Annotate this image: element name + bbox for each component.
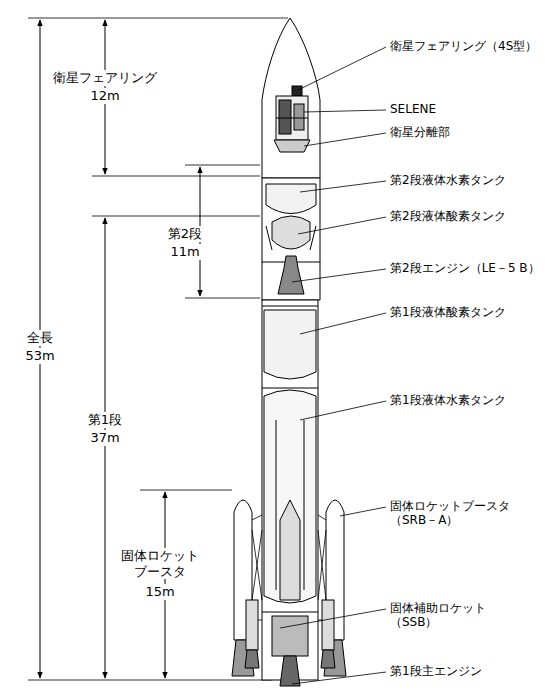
part-label: 衛星フェアリング（4S型） [388, 39, 539, 53]
dimension-label: 全長 [25, 330, 55, 346]
dimension-label: 15m [143, 584, 176, 600]
second-stage [262, 178, 320, 300]
extension-line [28, 18, 288, 680]
dimension-label: 第2段 [166, 226, 204, 242]
dimension-label: 衛星フェアリング [51, 70, 159, 86]
dimension-label: 37m [88, 430, 121, 446]
part-label: 衛星分離部 [388, 125, 452, 139]
leader-line [280, 47, 386, 684]
srb-a [232, 500, 346, 676]
main-engine [280, 656, 300, 686]
part-label: 第1段主エンジン [388, 664, 484, 678]
part-label: 第2段液体水素タンク [388, 173, 508, 187]
part-label: 固体ロケットブースタ （SRB－A） [388, 499, 532, 528]
dimension-label: 12m [88, 88, 121, 104]
part-label: 第2段液体酸素タンク [388, 209, 508, 223]
le5b-engine [278, 256, 304, 294]
dimension-label: 固体ロケット ブースタ [118, 548, 202, 579]
part-label: 固体補助ロケット （SSB） [388, 601, 502, 630]
part-label: SELENE [388, 102, 438, 116]
part-label: 第1段液体水素タンク [388, 393, 508, 407]
dimension-label: 53m [23, 348, 56, 364]
first-stage [262, 300, 318, 686]
ssb [245, 600, 335, 668]
part-label: 第2段エンジン（LE－5 B） [388, 261, 542, 275]
dimension-label: 11m [168, 244, 201, 260]
selene-satellite [274, 86, 310, 152]
part-label: 第1段液体酸素タンク [388, 305, 508, 319]
dimension-label: 第1段 [86, 412, 124, 428]
fairing [262, 18, 320, 178]
dimension-line [40, 20, 200, 678]
